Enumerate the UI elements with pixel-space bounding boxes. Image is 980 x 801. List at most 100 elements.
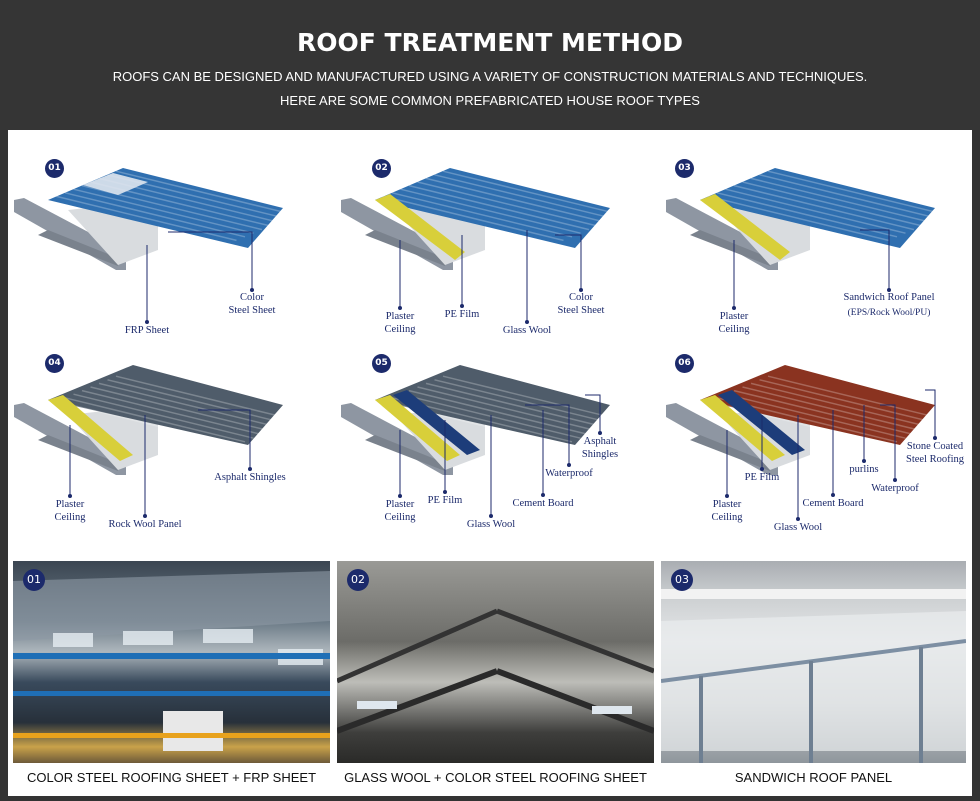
roof-rib — [64, 397, 246, 443]
photo-01-roof-structure — [13, 571, 330, 751]
label-waterproof: Waterproof — [545, 468, 593, 479]
roof-diagram-03 — [666, 168, 949, 310]
roof-rib — [98, 382, 280, 429]
leader-dot — [893, 478, 897, 482]
frame-strut — [38, 435, 118, 471]
roof-rib — [408, 184, 590, 231]
leader-dot — [862, 459, 866, 463]
frame-strut — [690, 435, 770, 471]
label-color-steel-sheet: Color Steel Sheet — [228, 292, 276, 316]
label-glass-wool: Glass Wool — [502, 325, 552, 336]
roof-diagram-01 — [14, 168, 297, 324]
roof-rib — [115, 170, 297, 216]
leader-dot — [250, 288, 254, 292]
roof-rib — [767, 375, 949, 421]
label-panel-materials: (EPS/Rock Wool/PU) — [847, 308, 931, 318]
label-pe-film: PE Film — [744, 472, 780, 483]
insulation-layer — [48, 395, 133, 461]
roof-surface — [48, 365, 283, 445]
roof-surface — [375, 168, 610, 248]
label-sandwich-roof-panel: Sandwich Roof Panel — [843, 292, 935, 303]
leader-line — [585, 394, 601, 433]
leader-dot — [796, 517, 800, 521]
leader-line — [925, 389, 936, 438]
frame-strut — [365, 435, 445, 471]
diagram-badge: 02 — [372, 159, 391, 178]
label-stone-coated-steel-roofing: Stone Coated Steel Roofing — [905, 441, 965, 465]
leader-dot — [598, 431, 602, 435]
diagram-06: 06 Plaster Ceiling PE Film Glass Wool Ce… — [660, 345, 980, 550]
label-glass-wool: Glass Wool — [773, 522, 823, 533]
label-plaster-ceiling: Plaster Ceiling — [384, 499, 416, 523]
label-cement-board: Cement Board — [512, 498, 574, 509]
photo-badge: 03 — [671, 569, 693, 591]
insulation-layer — [700, 395, 785, 461]
photo-03: 03 — [661, 561, 966, 763]
diagram-badge: 05 — [372, 354, 391, 373]
roof-rib — [425, 382, 607, 429]
insulation-layer — [375, 194, 465, 260]
roof-rib — [408, 389, 590, 436]
leader-line — [198, 409, 251, 469]
roof-rib — [115, 375, 297, 421]
label-plaster-ceiling: Plaster Ceiling — [54, 499, 86, 523]
label-color-steel-sheet: Color Steel Sheet — [557, 292, 605, 316]
leader-dot — [579, 288, 583, 292]
leader-dot — [933, 436, 937, 440]
header: ROOF TREATMENT METHOD ROOFS CAN BE DESIG… — [0, 0, 980, 130]
roof-diagram-02 — [341, 168, 624, 324]
waterproof-layer — [393, 390, 480, 455]
label-cement-board: Cement Board — [802, 498, 864, 509]
label-asphalt-shingles: Asphalt Shingles — [214, 472, 286, 483]
roof-rib — [56, 195, 237, 242]
roof-rib — [417, 386, 598, 432]
content-panel: 01 FRP Sheet Color Steel Sheet 02 Plaste… — [8, 130, 972, 796]
roof-rib — [725, 393, 906, 439]
roof-rib — [434, 379, 615, 425]
roof-rib — [767, 170, 949, 216]
photo-02-roof-structure — [337, 608, 654, 734]
roof-rib — [750, 382, 932, 429]
roof-diagram-05 — [341, 365, 624, 518]
roof-rib — [733, 389, 915, 436]
leader-dot — [732, 306, 736, 310]
roof-rib — [716, 192, 898, 238]
roof-rib — [417, 181, 598, 227]
leader-line — [168, 231, 253, 290]
label-plaster-ceiling: Plaster Ceiling — [718, 311, 750, 335]
frame-strut — [690, 230, 770, 266]
caption-photo-01: COLOR STEEL ROOFING SHEET + FRP SHEET — [26, 770, 317, 785]
leader-line — [555, 234, 582, 290]
photo-01: 01 — [13, 561, 330, 763]
subtitle-line-2: HERE ARE SOME COMMON PREFABRICATED HOUSE… — [280, 93, 700, 108]
leader-dot — [525, 320, 529, 324]
roof-rib — [391, 192, 573, 238]
roof-surface — [700, 365, 935, 445]
caption-photo-03: SANDWICH ROOF PANEL — [734, 770, 893, 785]
roof-rib — [725, 188, 906, 234]
roof-rib — [434, 174, 615, 220]
leader-dot — [398, 494, 402, 498]
leader-dot — [831, 493, 835, 497]
label-waterproof: Waterproof — [871, 483, 919, 494]
label-rock-wool-panel: Rock Wool Panel — [108, 519, 182, 530]
roof-rib — [708, 195, 889, 242]
roof-rib — [425, 177, 607, 224]
diagram-05: 05 Plaster Ceiling PE Film Glass Wool Ce… — [335, 345, 655, 550]
leader-line — [525, 404, 570, 465]
leader-dot — [760, 467, 764, 471]
leader-dot — [443, 490, 447, 494]
roof-rib — [56, 400, 237, 447]
leader-dot — [887, 288, 891, 292]
roof-surface — [375, 365, 610, 445]
label-pe-film: PE Film — [427, 495, 463, 506]
insulation-layer — [700, 194, 790, 260]
label-frp-sheet: FRP Sheet — [124, 325, 170, 336]
leader-dot — [489, 514, 493, 518]
photo-badge: 01 — [23, 569, 45, 591]
leader-dot — [143, 514, 147, 518]
diagram-03: 03 Plaster Ceiling Sandwich Roof Panel (… — [660, 140, 980, 345]
label-pe-film: PE Film — [444, 309, 480, 320]
roof-rib — [442, 170, 624, 216]
roof-rib — [750, 177, 932, 224]
